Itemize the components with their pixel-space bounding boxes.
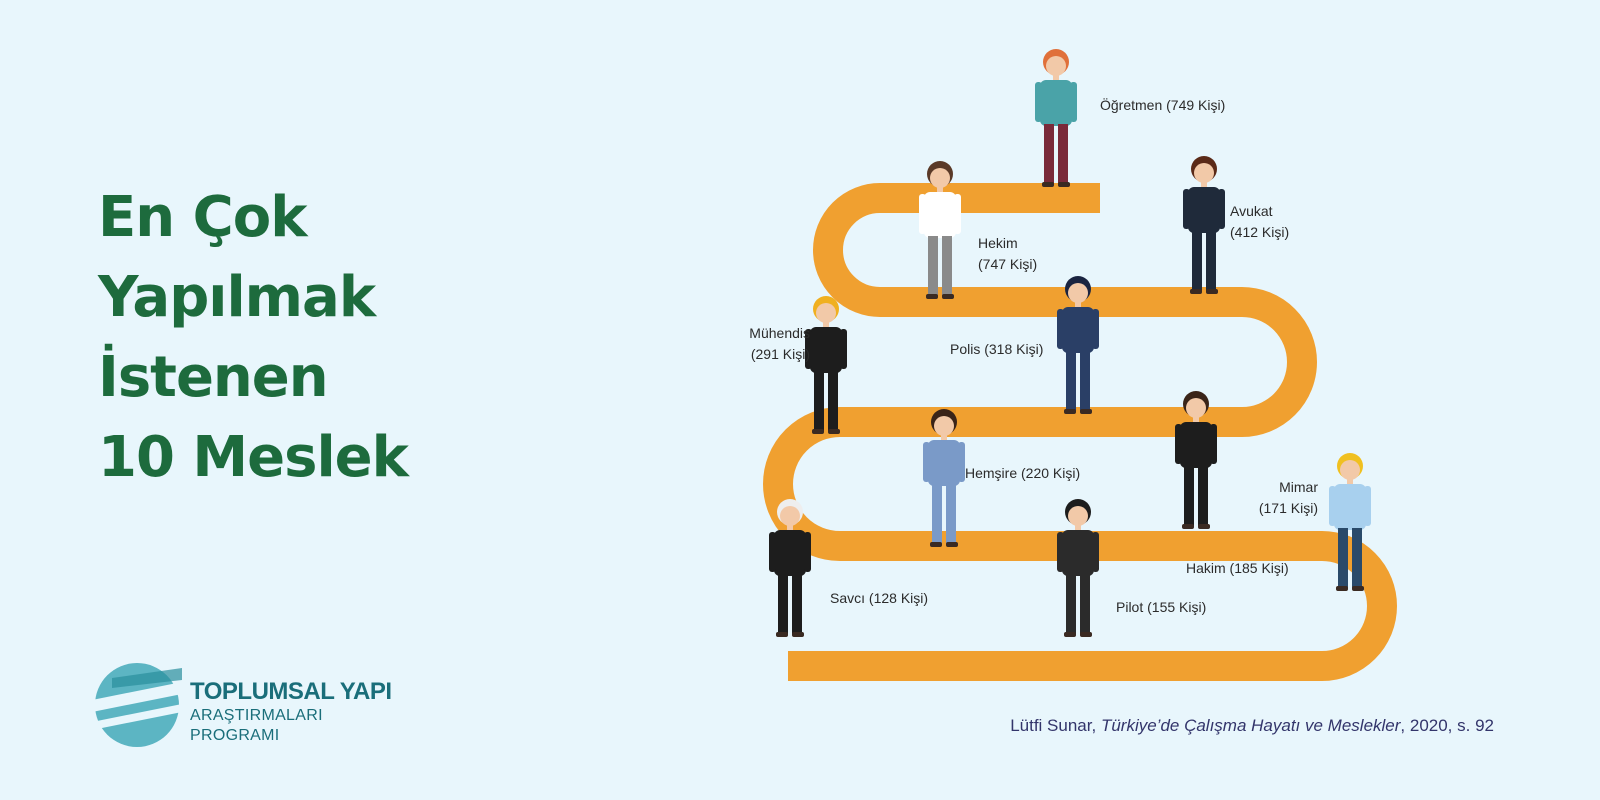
profession-label-line: Pilot (155 Kişi) <box>1116 599 1206 615</box>
winding-path <box>763 183 1397 681</box>
title-line: Yapılmak <box>98 265 376 330</box>
architect-figure <box>1329 453 1371 591</box>
source-rest: , 2020, s. 92 <box>1400 716 1494 735</box>
logo-name: TOPLUMSAL YAPI <box>190 678 392 705</box>
profession-label: Polis (318 Kişi) <box>950 341 1043 357</box>
title-line: En Çok <box>98 185 307 250</box>
profession-label-line: (412 Kişi) <box>1230 224 1289 240</box>
lawyer-figure <box>1183 156 1225 294</box>
profession-label-line: (291 Kişi) <box>751 346 810 362</box>
pilot-figure <box>1057 499 1099 637</box>
logo-text: TOPLUMSAL YAPI ARAŞTIRMALARI PROGRAMI <box>190 678 392 746</box>
profession-label-line: Savcı (128 Kişi) <box>830 590 928 606</box>
profession-label-line: Polis (318 Kişi) <box>950 341 1043 357</box>
profession-label: Mühendis (291 Kişi) <box>749 325 810 362</box>
logo: TOPLUMSAL YAPI ARAŞTIRMALARI PROGRAMI <box>92 660 392 760</box>
prosecutor-figure <box>769 499 811 637</box>
profession-label: Öğretmen (749 Kişi) <box>1100 96 1225 113</box>
source-citation: Lütfi Sunar, Türkiye’de Çalışma Hayatı v… <box>1010 716 1494 736</box>
profession-label: Avukat (412 Kişi) <box>1230 203 1289 240</box>
nurse-figure <box>923 409 965 547</box>
profession-label: Mimar (171 Kişi) <box>1259 479 1318 516</box>
profession-label-line: (171 Kişi) <box>1259 500 1318 516</box>
title-line: 10 Meslek <box>98 425 409 490</box>
profession-label-line: Hekim <box>978 235 1018 251</box>
source-book: Türkiye’de Çalışma Hayatı ve Meslekler <box>1100 716 1401 735</box>
profession-label: Hekim (747 Kişi) <box>978 235 1037 272</box>
doctor-figure <box>919 161 961 299</box>
profession-label-line: Mimar <box>1279 479 1318 495</box>
source-author: Lütfi Sunar, <box>1010 716 1101 735</box>
profession-label-line: Hemşire (220 Kişi) <box>965 465 1080 481</box>
profession-label-line: Hakim (185 Kişi) <box>1186 560 1289 576</box>
police-figure <box>1057 276 1099 414</box>
profession-label: Hakim (185 Kişi) <box>1186 560 1289 576</box>
engineer-figure <box>805 296 847 434</box>
title-line: İstenen <box>98 345 329 410</box>
profession-label-line: Avukat <box>1230 203 1273 219</box>
logo-subtitle: ARAŞTIRMALARI PROGRAMI <box>190 707 323 744</box>
profession-label-line: (747 Kişi) <box>978 256 1037 272</box>
judge-figure <box>1175 391 1217 529</box>
logo-mark-icon <box>92 663 182 747</box>
profession-label: Savcı (128 Kişi) <box>830 590 928 606</box>
teacher-figure <box>1035 49 1077 187</box>
page-title: En Çok Yapılmak İstenen 10 Meslek <box>98 178 409 498</box>
profession-label: Pilot (155 Kişi) <box>1116 599 1206 615</box>
profession-label: Hemşire (220 Kişi) <box>965 465 1080 481</box>
profession-label-line: Öğretmen (749 Kişi) <box>1100 96 1225 113</box>
profession-label-line: Mühendis <box>749 325 810 341</box>
